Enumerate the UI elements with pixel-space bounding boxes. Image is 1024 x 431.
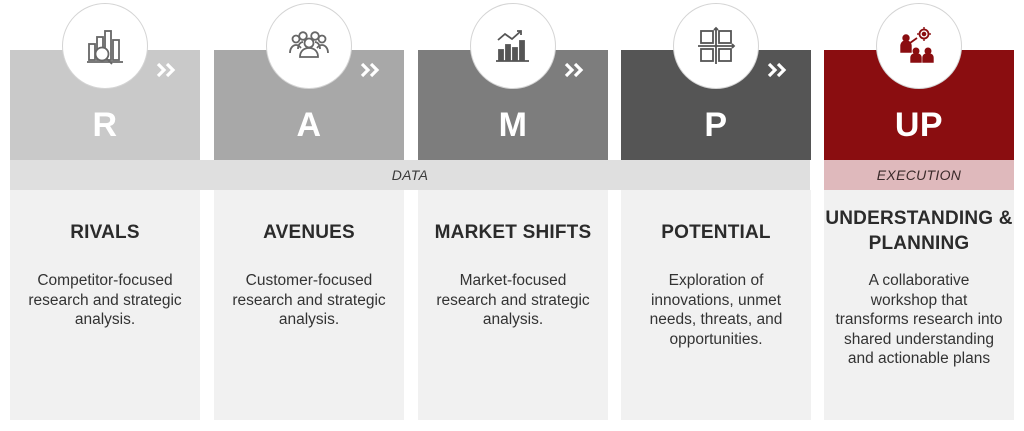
panel-rivals: RIVALS Competitor-focused research and s…: [10, 190, 200, 420]
avenues-icon-badge: [266, 3, 352, 89]
presenter-team-icon: [900, 27, 934, 63]
data-band: DATA: [10, 160, 810, 190]
panel-avenues: AVENUES Customer-focused research and st…: [214, 190, 404, 420]
data-band-label: DATA: [391, 167, 429, 183]
understanding-planning-icon-badge: [876, 3, 962, 89]
phase-letter: M: [498, 106, 528, 144]
grid-arrows-icon: [698, 26, 736, 64]
phase-letter: R: [92, 106, 118, 144]
people-group-icon: [289, 31, 329, 58]
chevron-right-icon: [564, 62, 584, 78]
execution-band-label: EXECUTION: [876, 167, 962, 183]
execution-band: EXECUTION: [824, 160, 1014, 190]
chevron-right-icon: [156, 62, 176, 78]
bar-chart-magnifier-icon: [87, 30, 123, 65]
phase-description: Competitor-focused research and strategi…: [28, 272, 182, 328]
trend-bars-icon: [496, 30, 529, 62]
phase-title: AVENUES: [263, 222, 355, 243]
phase-description: Exploration of innovations, unmet needs,…: [649, 272, 783, 348]
rivals-icon-badge: [62, 3, 148, 89]
phase-letter: UP: [894, 106, 944, 144]
chevron-right-icon: [360, 62, 380, 78]
phase-description: Market-focused research and strategic an…: [436, 272, 590, 328]
panel-understanding-planning: UNDERSTANDING & PLANNING A collaborative…: [824, 190, 1014, 420]
phase-description: A collaborative workshop that transforms…: [835, 272, 1003, 367]
phase-description: Customer-focused research and strategic …: [232, 272, 386, 328]
market-shifts-icon-badge: [470, 3, 556, 89]
phase-letter: P: [704, 106, 728, 144]
phase-letter: A: [296, 106, 322, 144]
chevron-right-icon: [767, 62, 787, 78]
panel-potential: POTENTIAL Exploration of innovations, un…: [621, 190, 811, 420]
phase-title: UNDERSTANDING & PLANNING: [825, 208, 1013, 254]
phase-title: MARKET SHIFTS: [434, 222, 592, 243]
phase-title: RIVALS: [70, 222, 140, 243]
potential-icon-badge: [673, 3, 759, 89]
panel-market-shifts: MARKET SHIFTS Market-focused research an…: [418, 190, 608, 420]
phase-title: POTENTIAL: [661, 222, 771, 243]
